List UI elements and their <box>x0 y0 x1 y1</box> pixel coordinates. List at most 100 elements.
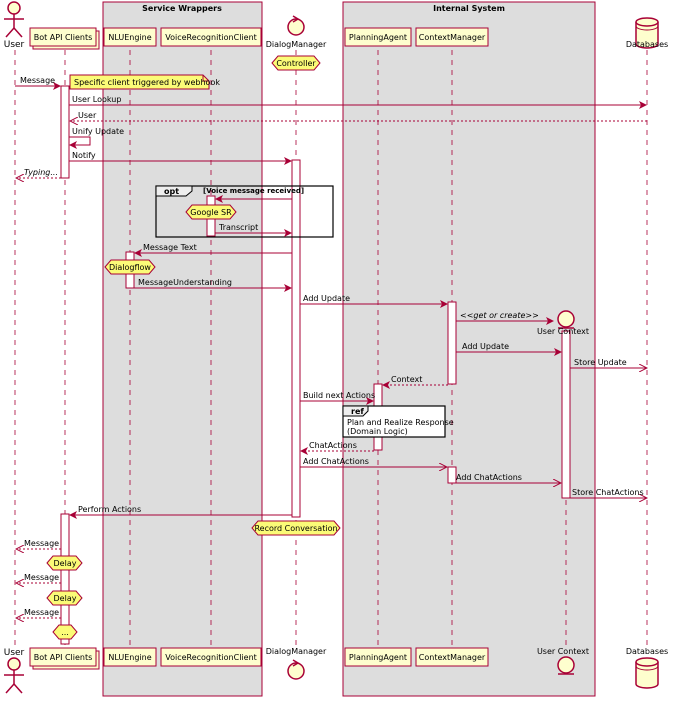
message-label: User <box>78 111 97 120</box>
message-label: <<get or create>> <box>460 311 539 320</box>
message-add-chat-actions-2: Add ChatActions <box>456 473 561 483</box>
hexagon-google-sr: Google SR <box>185 204 237 220</box>
activation-user-context <box>561 330 571 499</box>
hexagon-label: Dialogflow <box>109 263 151 272</box>
message-label: Store Update <box>574 358 627 367</box>
message-to-user-3: Message <box>16 608 61 618</box>
message-user-lookup: User Lookup <box>69 95 647 109</box>
note-webhook: Specific client triggered by webhook <box>69 74 220 90</box>
message-label: Message <box>24 573 59 582</box>
hexagon-controller: Controller <box>271 55 321 71</box>
participant-user-top: User <box>4 1 25 50</box>
database-icon <box>635 17 659 49</box>
message-add-chat-actions-1: Add ChatActions <box>300 457 447 467</box>
message-chat-actions: ChatActions <box>300 441 374 455</box>
entity-icon <box>557 656 575 675</box>
hexagon-record-conversation: Record Conversation <box>251 520 341 536</box>
participant-nlu-engine-bottom: NLUEngine <box>103 647 157 667</box>
message-user-return: User <box>70 111 647 121</box>
message-transcript: Transcript <box>215 223 292 237</box>
message-context: Context <box>382 375 448 389</box>
fragment-text: (Domain Logic) <box>347 427 408 436</box>
activation-bot-api-1 <box>60 85 70 179</box>
participant-nlu-engine-top: NLUEngine <box>103 27 157 47</box>
activation-dialog-manager <box>291 159 301 518</box>
message-label: Message Text <box>143 243 197 252</box>
participant-label: VoiceRecognitionClient <box>165 653 257 662</box>
control-icon <box>287 659 305 680</box>
hexagon-delay-2: Delay <box>46 590 83 606</box>
participant-databases-top: Databases <box>626 17 668 49</box>
participant-label: Databases <box>626 40 668 49</box>
message-label: Notify <box>72 151 96 160</box>
activation-bot-api-2 <box>60 513 70 645</box>
message-label: Message <box>20 76 55 85</box>
fragment-text: Plan and Realize Response <box>347 418 454 427</box>
actor-icon <box>4 657 24 694</box>
message-label: MessageUnderstanding <box>138 278 232 287</box>
participant-user-context-mid: User Context <box>537 310 589 336</box>
control-icon <box>287 15 305 36</box>
participant-label: ContextManager <box>419 33 486 42</box>
participant-label: User <box>4 40 25 50</box>
participant-dialog-manager-bottom: DialogManager <box>266 647 327 680</box>
participant-label: ContextManager <box>419 653 486 662</box>
entity-icon <box>557 310 575 329</box>
participant-planning-agent-top: PlanningAgent <box>344 27 412 47</box>
fragment-opt: opt [Voice message received] <box>155 185 334 238</box>
box-service-wrappers: Service Wrappers <box>102 1 263 697</box>
participant-label: User <box>4 648 25 658</box>
participant-user-bottom: User <box>4 648 25 694</box>
message-to-user-2: Message <box>16 573 61 583</box>
participant-label: Databases <box>626 647 668 656</box>
activation-context-manager-2 <box>447 466 457 484</box>
participant-label: Bot API Clients <box>34 33 93 42</box>
message-label: Perform Actions <box>78 505 141 514</box>
message-get-or-create: <<get or create>> <box>456 311 554 325</box>
hexagon-label: Controller <box>276 59 316 68</box>
message-typing: Typing... <box>16 168 61 178</box>
message-label: Message <box>24 608 59 617</box>
message-unify-update: Unify Update <box>69 127 124 149</box>
box-title-service-wrappers: Service Wrappers <box>142 4 222 13</box>
message-store-chat-actions: Store ChatActions <box>570 488 647 498</box>
database-icon <box>635 657 659 689</box>
message-perform-actions: Perform Actions <box>69 505 292 519</box>
participant-label: User Context <box>537 327 589 336</box>
message-label: Build next Actions <box>303 391 375 400</box>
message-label: ChatActions <box>309 441 357 450</box>
participant-databases-bottom: Databases <box>626 647 668 689</box>
participant-label: DialogManager <box>266 647 327 656</box>
message-add-update-2: Add Update <box>456 342 562 356</box>
participant-planning-agent-bottom: PlanningAgent <box>344 647 412 667</box>
participant-user-context-bottom: User Context <box>537 647 589 675</box>
fragment-label: ref <box>351 407 364 416</box>
hexagon-label: Delay <box>54 594 77 603</box>
actor-icon <box>4 1 24 38</box>
message-build-next-actions: Build next Actions <box>300 391 375 405</box>
participant-label: NLUEngine <box>108 33 151 42</box>
message-label: Context <box>391 375 422 384</box>
note-text: Specific client triggered by webhook <box>74 78 220 87</box>
box-title-internal-system: Internal System <box>433 4 505 13</box>
fragment-ref: ref Plan and Realize Response (Domain Lo… <box>342 405 454 438</box>
message-to-user-1: Message <box>16 539 61 549</box>
hexagon-dialogflow: Dialogflow <box>104 259 156 275</box>
activation-context-manager-1 <box>447 301 457 385</box>
participant-voice-recognition-client-bottom: VoiceRecognitionClient <box>160 647 262 667</box>
hexagon-label: Record Conversation <box>254 524 337 533</box>
participant-context-manager-top: ContextManager <box>415 27 489 47</box>
message-message-text: Message Text <box>134 243 292 257</box>
message-label: Add ChatActions <box>456 473 522 482</box>
hexagon-delay-1: Delay <box>46 555 83 571</box>
participant-label: User Context <box>537 647 589 656</box>
participant-label: DialogManager <box>266 40 327 49</box>
message-add-update-1: Add Update <box>300 294 448 308</box>
participant-context-manager-bottom: ContextManager <box>415 647 489 667</box>
message-label: Add Update <box>462 342 509 351</box>
participant-dialog-manager-top: DialogManager <box>266 15 327 49</box>
hexagon-label: Google SR <box>190 208 232 217</box>
participant-label: PlanningAgent <box>349 33 407 42</box>
participant-label: Bot API Clients <box>34 653 93 662</box>
